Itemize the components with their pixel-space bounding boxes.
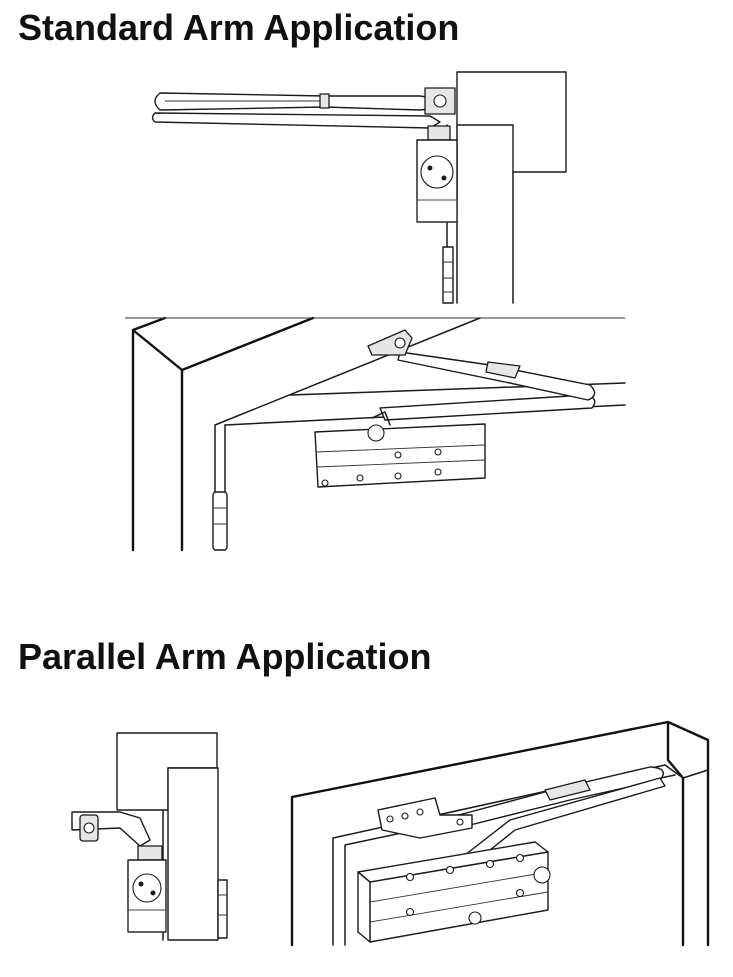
- door-frame-top-view: [456, 71, 567, 173]
- parallel-arm-heading: Parallel Arm Application: [18, 636, 432, 677]
- pinion-icon: [367, 424, 385, 442]
- door-slab: [167, 767, 219, 941]
- hinge: [212, 491, 228, 551]
- door-frame-perspective: [131, 316, 315, 552]
- door-frame-perspective: [290, 720, 710, 947]
- forearm: [379, 394, 596, 421]
- standard-arm-perspective-view: [125, 316, 626, 552]
- main-arm: [154, 92, 441, 111]
- standard-arm-top-view: [151, 71, 567, 304]
- hinge: [442, 246, 454, 304]
- forearm: [151, 112, 441, 129]
- closer-body-perspective: [357, 841, 549, 943]
- parallel-arm-bracket: [377, 797, 473, 839]
- hinge: [217, 879, 228, 939]
- pinion-icon: [132, 873, 162, 903]
- main-arm: [397, 351, 596, 401]
- arm-shoe: [367, 329, 413, 356]
- parallel-arm-perspective-view: [290, 720, 710, 947]
- pinion-icon: [533, 866, 551, 884]
- standard-arm-heading: Standard Arm Application: [18, 7, 460, 48]
- pinion-icon: [420, 155, 454, 189]
- parallel-arm-top-view: [71, 732, 228, 941]
